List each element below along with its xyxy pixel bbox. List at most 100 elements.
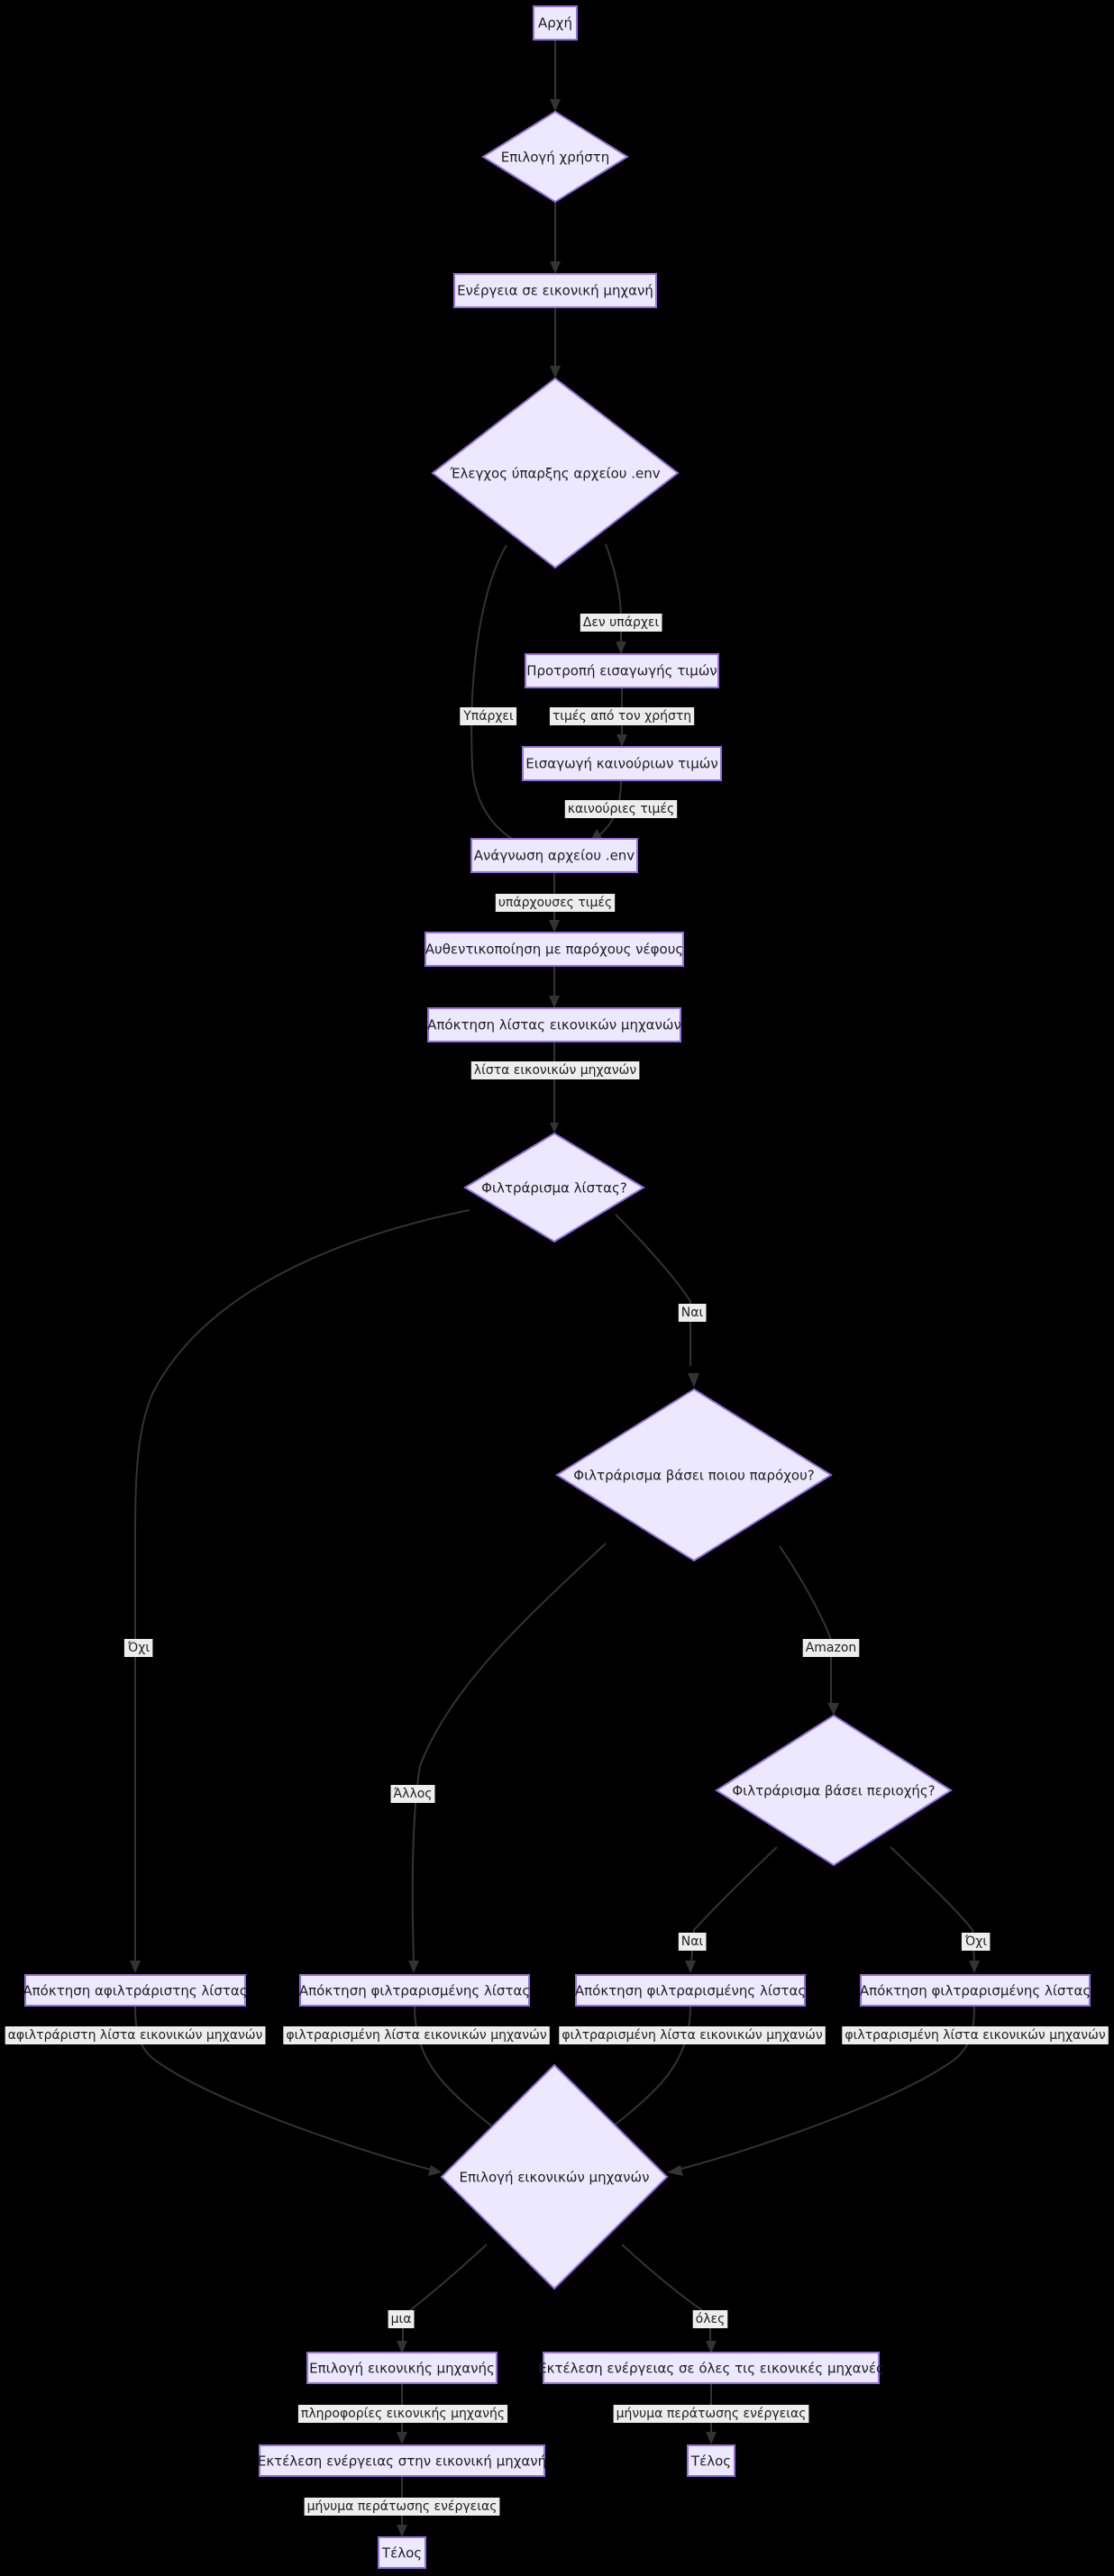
node-filter-list-label: Φιλτράρισμα λίστας? <box>481 1180 627 1197</box>
svg-text:Άλλος: Άλλος <box>393 1787 432 1801</box>
node-exec-one-vm-label: Εκτέλεση ενέργειας στην εικονική μηχανή <box>258 2453 546 2470</box>
node-enter-values-label: Εισαγωγή καινούριων τιμών <box>525 756 717 772</box>
edge-label-allos: Άλλος <box>390 1785 435 1803</box>
edge-user-choice-to-vm-action <box>550 202 561 274</box>
svg-text:Ναι: Ναι <box>681 1934 704 1949</box>
edge-label-mia: μια <box>388 2310 415 2328</box>
node-select-one-vm-label: Επιλογή εικονικής μηχανής <box>309 2361 495 2377</box>
edge-get-filtered-a-to-select-vms <box>414 2005 510 2141</box>
node-start[interactable]: Αρχή <box>533 5 578 41</box>
edge-get-vm-list-to-filter-list <box>550 1042 559 1133</box>
node-exec-one-vm[interactable]: Εκτέλεση ενέργειας στην εικονική μηχανή <box>258 2444 546 2477</box>
edge-label-minima-peratosis-all: μήνυμα περάτωσης ενέργειας <box>613 2405 809 2423</box>
node-filter-region-label: Φιλτράρισμα βάσει περιοχής? <box>732 1783 935 1799</box>
node-read-env-label: Ανάγνωση αρχείου .env <box>474 848 635 864</box>
node-end-one[interactable]: Τέλος <box>378 2536 426 2569</box>
edge-label-oxi-region: Όχι <box>961 1933 991 1951</box>
svg-text:Όχι: Όχι <box>127 1641 150 1655</box>
svg-text:Όχι: Όχι <box>964 1934 987 1949</box>
edge-filter-list-to-filter-provider <box>615 1214 699 1388</box>
node-filter-provider-label: Φιλτράρισμα βάσει ποιου παρόχου? <box>573 1468 814 1484</box>
node-get-filtered-c[interactable]: Απόκτηση φιλτραρισμένης λίστας <box>860 1974 1091 2007</box>
node-prompt-values[interactable]: Προτροπή εισαγωγής τιμών <box>525 653 719 688</box>
edge-label-layer: Δεν υπάρχει τιμές από τον χρήστη καινούρ… <box>5 614 1109 2516</box>
svg-text:Amazon: Amazon <box>806 1641 857 1655</box>
node-end-all[interactable]: Τέλος <box>687 2444 735 2477</box>
edge-label-nai-region: Ναι <box>678 1933 707 1951</box>
svg-text:φιλτραρισμένη λίστα εικονικών: φιλτραρισμένη λίστα εικονικών μηχανών <box>286 2028 546 2043</box>
node-end-one-label: Τέλος <box>381 2545 422 2562</box>
svg-text:Δεν υπάρχει: Δεν υπάρχει <box>583 615 660 630</box>
node-get-unfiltered-label: Απόκτηση αφιλτράριστης λίστας <box>23 1983 247 1999</box>
node-read-env[interactable]: Ανάγνωση αρχείου .env <box>470 838 638 873</box>
edge-filter-region-to-get-filtered-b <box>685 1846 778 1973</box>
edge-check-env-to-read-env <box>470 544 528 848</box>
edge-label-oxi-unfiltered: Όχι <box>123 1639 153 1657</box>
svg-text:λίστα εικονικών μηχανών: λίστα εικονικών μηχανών <box>474 1063 637 1078</box>
node-get-filtered-b[interactable]: Απόκτηση φιλτραρισμένης λίστας <box>575 1974 806 2007</box>
node-layer: Αρχή Επιλογή χρήστη Ενέργεια σε εικονική… <box>23 5 1091 2569</box>
svg-text:τιμές από τον χρήστη: τιμές από τον χρήστη <box>552 709 691 724</box>
svg-text:Ναι: Ναι <box>681 1306 704 1320</box>
node-user-choice-label: Επιλογή χρήστη <box>501 150 610 166</box>
node-exec-all-vms-label: Εκτέλεση ενέργειας σε όλες τις εικονικές… <box>538 2361 884 2377</box>
edge-label-yparxei: Υπάρχει <box>460 707 517 725</box>
edge-label-afiltraristi-lista: αφιλτράριστη λίστα εικονικών μηχανών <box>5 2026 266 2044</box>
node-vm-action[interactable]: Ενέργεια σε εικονική μηχανή <box>453 273 657 308</box>
edge-authenticate-to-get-vm-list <box>549 966 560 1008</box>
node-get-vm-list[interactable]: Απόκτηση λίστας εικονικών μηχανών <box>427 1007 681 1042</box>
edge-label-filtrarismeni-lista-a: φιλτραρισμένη λίστα εικονικών μηχανών <box>283 2026 550 2044</box>
edge-label-oles: όλες <box>692 2310 728 2328</box>
node-select-vms-label: Επιλογή εικονικών μηχανών <box>460 2170 650 2186</box>
svg-text:όλες: όλες <box>696 2312 726 2326</box>
svg-text:μήνυμα περάτωσης ενέργειας: μήνυμα περάτωσης ενέργειας <box>307 2499 498 2514</box>
node-get-filtered-a-label: Απόκτηση φιλτραρισμένης λίστας <box>299 1983 530 1999</box>
edge-label-plirofories-vm: πληροφορίες εικονικής μηχανής <box>297 2405 508 2423</box>
edge-label-lista-eikonikon-mixanon: λίστα εικονικών μηχανών <box>470 1061 640 1079</box>
edge-label-minima-peratosis-one: μήνυμα περάτωσης ενέργειας <box>304 2498 500 2516</box>
node-get-filtered-b-label: Απόκτηση φιλτραρισμένης λίστας <box>575 1983 806 1999</box>
node-user-choice[interactable]: Επιλογή χρήστη <box>481 110 629 204</box>
svg-text:αφιλτράριστη λίστα εικονικών μ: αφιλτράριστη λίστα εικονικών μηχανών <box>8 2028 263 2043</box>
node-get-vm-list-label: Απόκτηση λίστας εικονικών μηχανών <box>427 1017 681 1033</box>
svg-text:υπάρχουσες τιμές: υπάρχουσες τιμές <box>498 896 612 910</box>
svg-text:φιλτραρισμένη λίστα εικονικών: φιλτραρισμένη λίστα εικονικών μηχανών <box>562 2028 822 2043</box>
edge-filter-region-to-get-filtered-c <box>890 1846 980 1973</box>
node-filter-region[interactable]: Φιλτράρισμα βάσει περιοχής? <box>715 1714 953 1867</box>
node-exec-all-vms[interactable]: Εκτέλεση ενέργειας σε όλες τις εικονικές… <box>538 2352 884 2384</box>
edge-check-env-to-prompt-values <box>605 543 626 654</box>
edge-filter-provider-to-filter-region <box>779 1545 839 1716</box>
edge-label-kainourgies-times: καινούριες τιμές <box>564 800 678 818</box>
node-filter-provider[interactable]: Φιλτράρισμα βάσει ποιου παρόχου? <box>555 1388 833 1562</box>
node-prompt-values-label: Προτροπή εισαγωγής τιμών <box>526 663 717 679</box>
node-enter-values[interactable]: Εισαγωγή καινούριων τιμών <box>522 746 722 781</box>
node-authenticate-label: Αυθεντικοποίηση με παρόχους νέφους <box>425 942 683 958</box>
edge-select-vms-to-exec-all-vms <box>621 2244 717 2353</box>
svg-text:φιλτραρισμένη λίστα εικονικών: φιλτραρισμένη λίστα εικονικών μηχανών <box>845 2028 1105 2043</box>
edge-label-den-yparxei: Δεν υπάρχει <box>580 614 662 632</box>
node-select-one-vm[interactable]: Επιλογή εικονικής μηχανής <box>306 2352 498 2384</box>
node-start-label: Αρχή <box>538 15 572 32</box>
node-end-all-label: Τέλος <box>690 2453 731 2470</box>
edge-label-nai-provider: Ναι <box>678 1304 707 1322</box>
node-filter-list[interactable]: Φιλτράρισμα λίστας? <box>463 1132 645 1243</box>
edge-filter-provider-to-get-filtered-a <box>408 1543 607 1973</box>
node-authenticate[interactable]: Αυθεντικοποίηση με παρόχους νέφους <box>425 932 684 967</box>
svg-text:μια: μια <box>391 2312 412 2326</box>
edge-filter-list-to-get-unfiltered <box>130 1209 470 1973</box>
node-get-filtered-a[interactable]: Απόκτηση φιλτραρισμένης λίστας <box>299 1974 530 2007</box>
svg-text:καινούριες τιμές: καινούριες τιμές <box>568 802 674 816</box>
edge-start-to-user-choice <box>550 40 561 112</box>
edge-label-filtrarismeni-lista-b: φιλτραρισμένη λίστα εικονικών μηχανών <box>559 2026 826 2044</box>
edge-label-times-apo-ton-xristi: τιμές από τον χρήστη <box>549 707 695 725</box>
svg-text:Υπάρχει: Υπάρχει <box>462 709 514 724</box>
node-get-unfiltered[interactable]: Απόκτηση αφιλτράριστης λίστας <box>23 1974 248 2007</box>
node-get-filtered-c-label: Απόκτηση φιλτραρισμένης λίστας <box>860 1983 1091 1999</box>
node-vm-action-label: Ενέργεια σε εικονική μηχανή <box>457 283 653 299</box>
node-check-env[interactable]: Έλεγχος ύπαρξης αρχείου .env <box>431 377 680 569</box>
edge-label-filtrarismeni-lista-c: φιλτραρισμένη λίστα εικονικών μηχανών <box>842 2026 1109 2044</box>
edge-label-amazon: Amazon <box>802 1639 860 1657</box>
node-select-vms[interactable]: Επιλογή εικονικών μηχανών <box>440 2063 669 2290</box>
